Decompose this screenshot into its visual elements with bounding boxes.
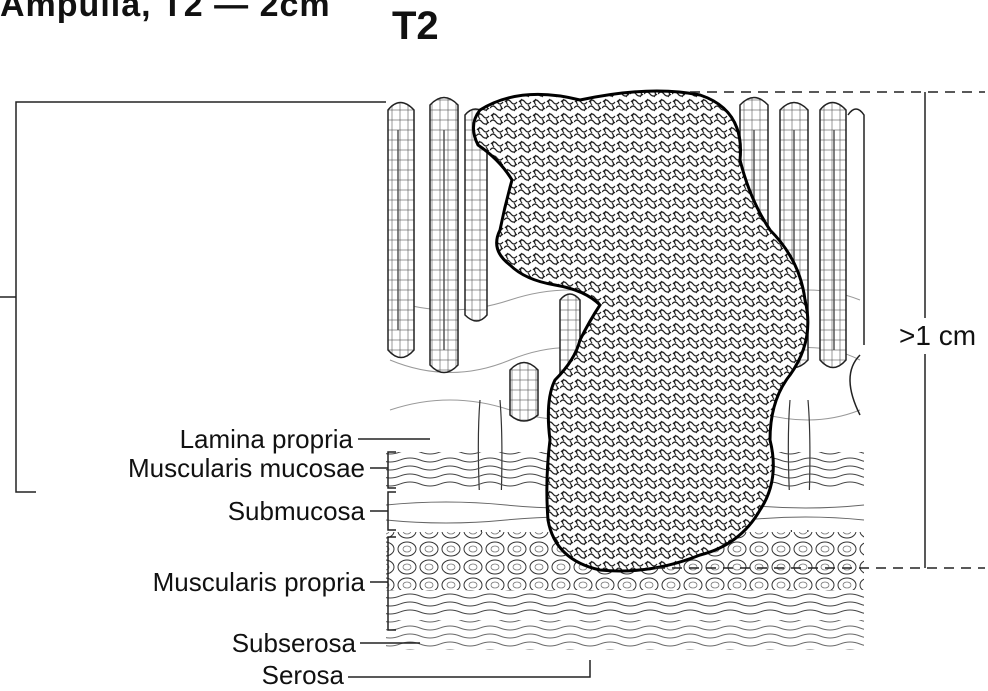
label-muscularis-mucosae: Muscularis mucosae	[128, 453, 365, 484]
serosa-band	[386, 620, 864, 650]
size-label: >1 cm	[895, 318, 980, 354]
label-subserosa: Subserosa	[232, 628, 356, 659]
label-submucosa: Submucosa	[228, 496, 365, 527]
label-muscularis-propria: Muscularis propria	[153, 567, 365, 598]
label-serosa: Serosa	[262, 660, 344, 691]
label-lamina-propria: Lamina propria	[180, 424, 353, 455]
